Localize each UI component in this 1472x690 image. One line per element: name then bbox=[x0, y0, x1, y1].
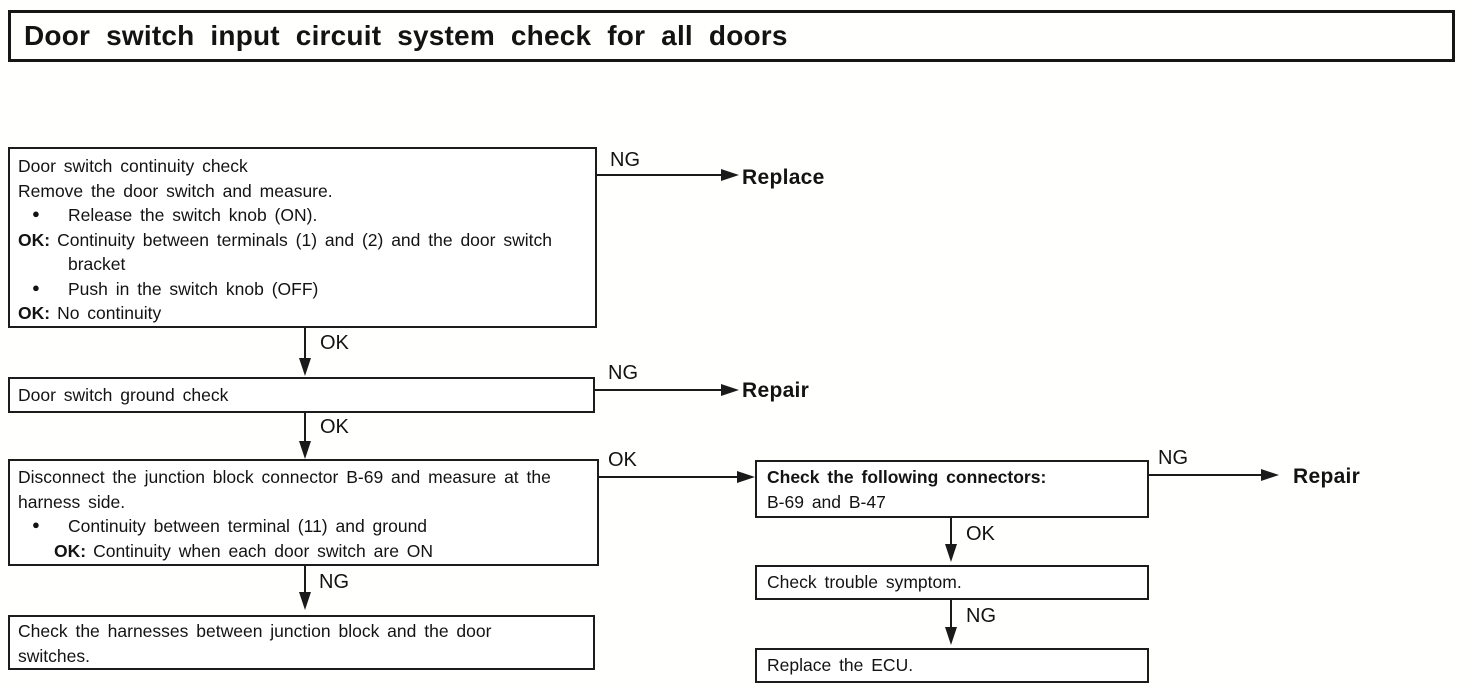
connector-line bbox=[304, 328, 306, 360]
connector-line bbox=[597, 174, 723, 176]
connector-line bbox=[1149, 474, 1263, 476]
connector-line bbox=[595, 389, 723, 391]
page-title: Door switch input circuit system check f… bbox=[24, 20, 788, 51]
arrowhead-right-icon bbox=[721, 384, 739, 396]
arrowhead-down-icon bbox=[299, 441, 311, 459]
ok-criteria-line: OK: No continuity bbox=[18, 301, 587, 326]
connector-line bbox=[950, 518, 952, 546]
box-replace-ecu: Replace the ECU. bbox=[755, 648, 1149, 683]
box-door-switch-continuity-check: Door switch continuity check Remove the … bbox=[8, 147, 597, 328]
ok-prefix: OK: bbox=[54, 540, 87, 561]
ok-criteria-line: OK: Continuity between terminals (1) and … bbox=[18, 228, 587, 277]
bullet-line: ● Release the switch knob (ON). bbox=[18, 203, 587, 228]
box-text-line: Check the harnesses between junction blo… bbox=[18, 621, 492, 666]
arrowhead-down-icon bbox=[299, 358, 311, 376]
box-text-line: Replace the ECU. bbox=[767, 655, 914, 676]
box-junction-block-check: Disconnect the junction block connector … bbox=[8, 459, 599, 566]
ok-prefix: OK: bbox=[18, 303, 51, 323]
edge-label-ng: NG bbox=[610, 149, 640, 171]
box-text-line: Continuity between terminals (1) and (2)… bbox=[57, 229, 552, 275]
box-text-line: Release the switch knob (ON). bbox=[68, 205, 318, 225]
box-text-line: Remove the door switch and measure. bbox=[18, 180, 333, 201]
title-box: Door switch input circuit system check f… bbox=[8, 10, 1455, 62]
box-check-connectors: Check the following connectors: B-69 and… bbox=[755, 460, 1149, 518]
box-text-line: Continuity when each door switch are ON bbox=[93, 540, 434, 561]
edge-label-ng: NG bbox=[966, 605, 996, 627]
box-text-line: Check trouble symptom. bbox=[767, 572, 962, 593]
bullet-line: ● Push in the switch knob (OFF) bbox=[18, 277, 587, 302]
arrowhead-down-icon bbox=[945, 627, 957, 645]
ok-prefix: OK: bbox=[18, 229, 51, 250]
box-text-line: Check the following connectors: bbox=[767, 467, 1047, 487]
box-text-line: B-69 and B-47 bbox=[767, 491, 886, 512]
result-repair: Repair bbox=[742, 379, 810, 402]
result-replace: Replace bbox=[742, 166, 825, 189]
box-text-line: Door switch continuity check bbox=[18, 156, 248, 176]
bullet-icon: ● bbox=[32, 279, 40, 295]
edge-label-ok: OK bbox=[320, 332, 349, 354]
box-check-harnesses: Check the harnesses between junction blo… bbox=[8, 615, 595, 670]
arrowhead-down-icon bbox=[945, 544, 957, 562]
bullet-icon: ● bbox=[32, 517, 40, 532]
result-repair: Repair bbox=[1293, 465, 1361, 488]
box-text-line: No continuity bbox=[57, 303, 162, 323]
box-door-switch-ground-check: Door switch ground check bbox=[8, 377, 595, 413]
edge-label-ng: NG bbox=[319, 571, 349, 593]
ok-criteria-line: OK: Continuity when each door switch are … bbox=[18, 539, 589, 564]
edge-label-ng: NG bbox=[608, 362, 638, 384]
edge-label-ok: OK bbox=[966, 523, 995, 545]
bullet-line: ● Continuity between terminal (11) and g… bbox=[18, 514, 589, 539]
edge-label-ok: OK bbox=[320, 416, 349, 438]
arrowhead-right-icon bbox=[721, 169, 739, 181]
arrowhead-right-icon bbox=[1261, 469, 1279, 481]
box-text-line: Disconnect the junction block connector … bbox=[18, 467, 551, 512]
arrowhead-right-icon bbox=[737, 471, 755, 483]
connector-line bbox=[950, 600, 952, 629]
connector-line bbox=[304, 413, 306, 443]
box-text-line: Door switch ground check bbox=[18, 384, 229, 405]
box-text-line: Continuity between terminal (11) and gro… bbox=[68, 516, 428, 536]
edge-label-ok: OK bbox=[608, 449, 637, 471]
connector-line bbox=[304, 565, 306, 594]
bullet-icon: ● bbox=[32, 206, 40, 221]
box-text-line: Push in the switch knob (OFF) bbox=[68, 278, 319, 299]
box-check-trouble-symptom: Check trouble symptom. bbox=[755, 565, 1149, 600]
edge-label-ng: NG bbox=[1158, 447, 1188, 469]
connector-line bbox=[599, 476, 739, 478]
arrowhead-down-icon bbox=[299, 592, 311, 610]
